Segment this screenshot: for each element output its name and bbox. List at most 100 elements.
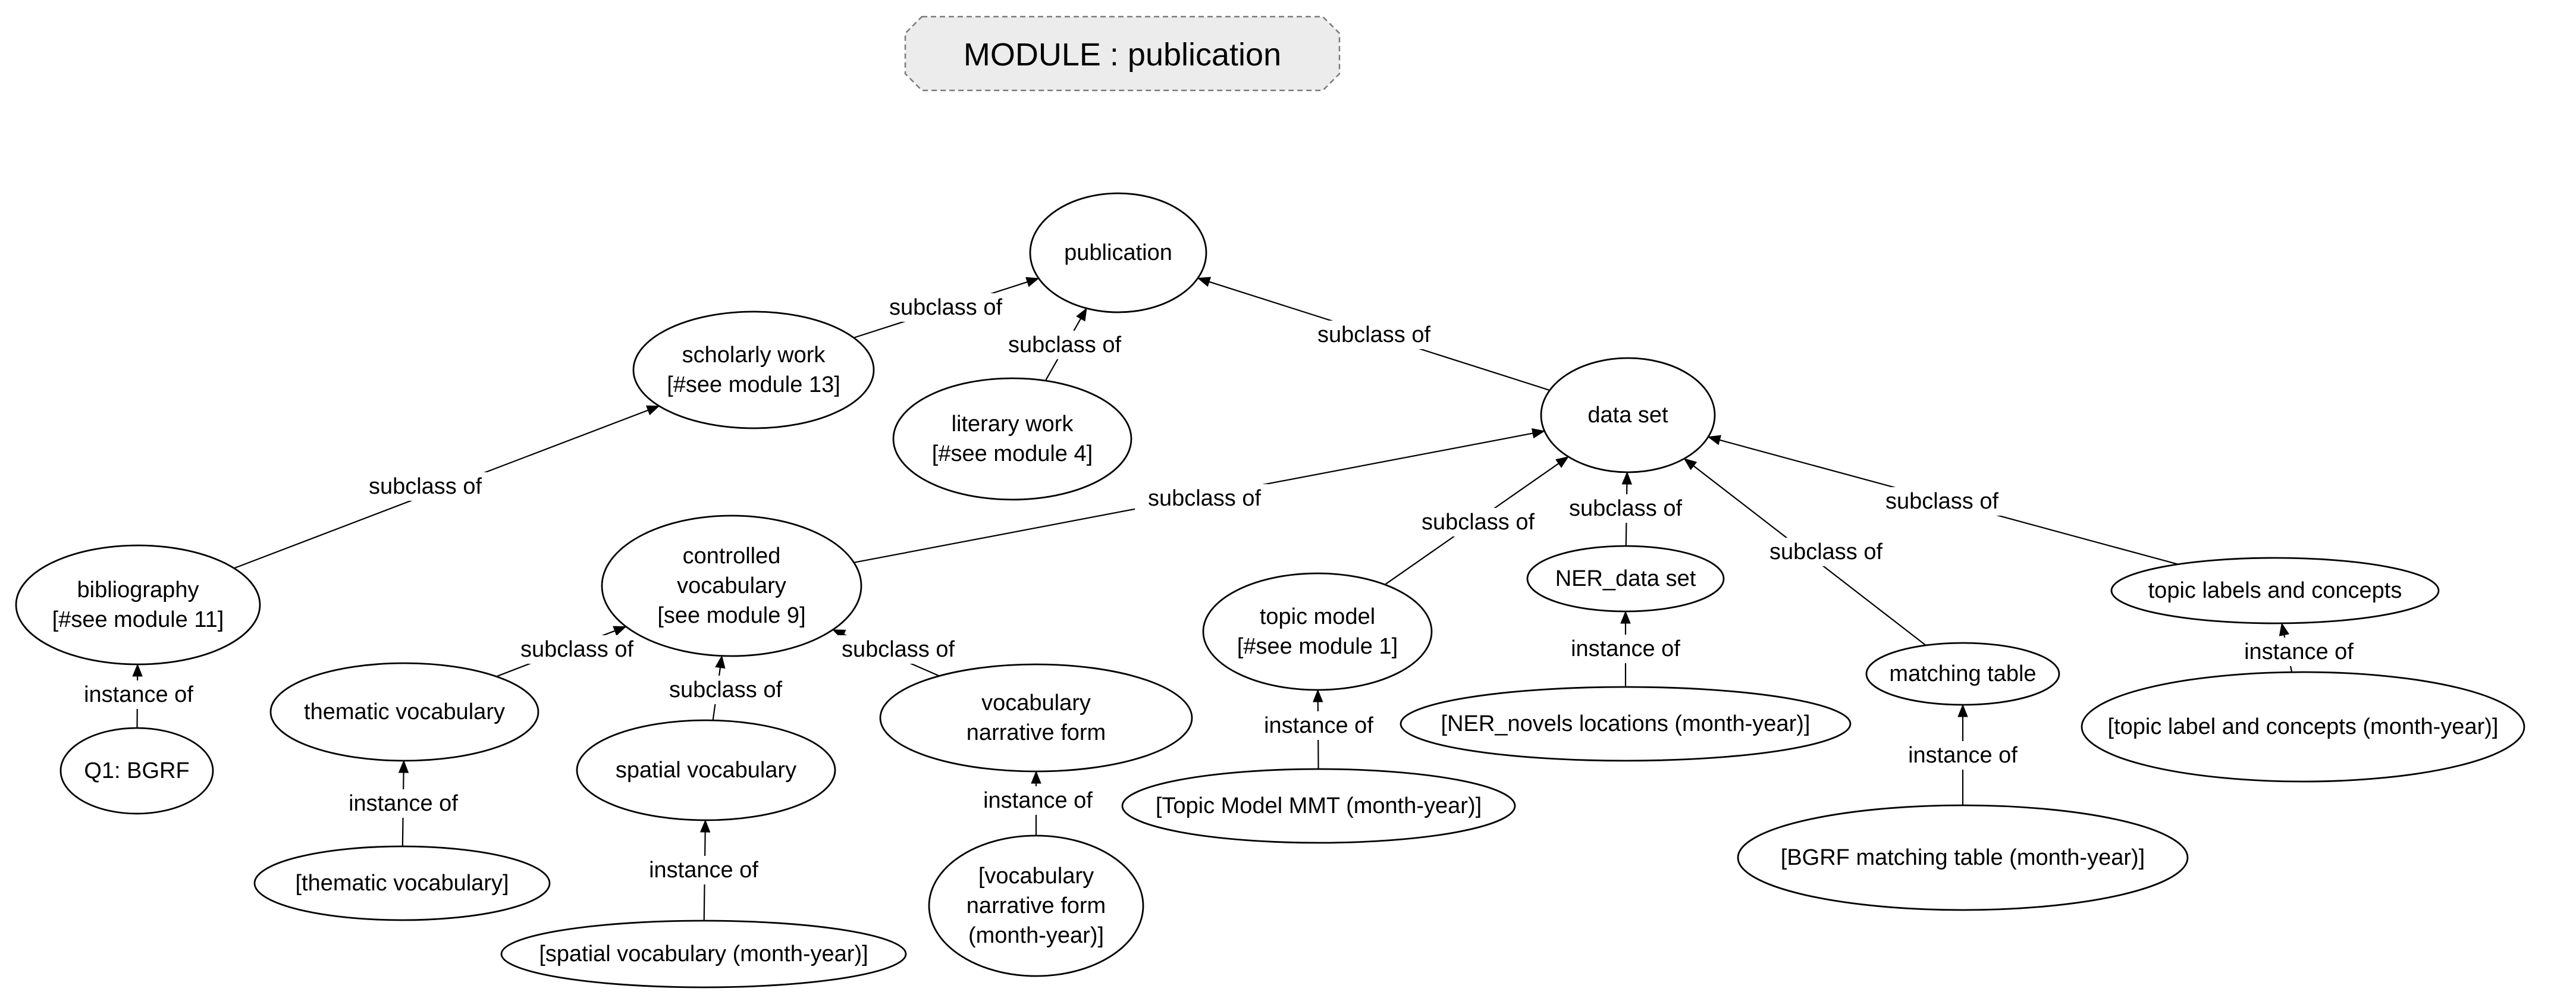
node-topic-model-instance[interactable]: [Topic Model MMT (month-year)] — [1121, 768, 1516, 844]
node-label: vocabulary — [677, 573, 786, 598]
node-ellipse — [2081, 671, 2525, 783]
edge-label-background — [1756, 538, 1896, 566]
edge-label: instance of — [983, 788, 1093, 813]
node-label: bibliography — [77, 578, 199, 603]
node-matching-table[interactable]: matching table — [1865, 642, 2060, 706]
node-label: scholarly work — [682, 343, 826, 368]
edge-label: subclass of — [1148, 486, 1262, 511]
node-ellipse — [253, 845, 551, 921]
node-ner-data-set[interactable]: NER_data set — [1526, 545, 1725, 613]
node-topic-labels[interactable]: topic labels and concepts — [2110, 557, 2440, 625]
edge-label: subclass of — [842, 637, 955, 662]
edge-label: subclass of — [520, 637, 634, 662]
node-ellipse — [269, 662, 539, 762]
node-ellipse — [500, 920, 907, 989]
edge-vocabulary-narrative-form-instance-to-vocabulary-narrative-form: instance of — [968, 770, 1107, 836]
node-ellipse — [1400, 686, 1852, 762]
node-ellipse — [1737, 804, 2189, 911]
edge-label-background — [1872, 487, 2012, 516]
node-ellipse — [892, 377, 1132, 501]
edge-label-background — [1556, 635, 1695, 663]
node-label: [Topic Model MMT (month-year)] — [1156, 793, 1482, 818]
node-label: [see module 9] — [657, 603, 805, 628]
arrow-head — [1031, 770, 1041, 784]
node-matching-table-instance[interactable]: [BGRF matching table (month-year)] — [1737, 804, 2189, 911]
arrow-head — [1957, 704, 1968, 717]
edge-ner-instance-to-ner-data-set: instance of — [1556, 610, 1695, 687]
node-label: narrative form — [967, 893, 1106, 918]
edge-ner-data-set-to-data-set: subclass of — [1556, 471, 1695, 547]
node-spatial-vocabulary[interactable]: spatial vocabulary — [576, 719, 836, 821]
arrow-head — [1025, 277, 1040, 287]
edge-label-background — [634, 856, 773, 884]
node-ellipse — [879, 663, 1193, 773]
node-ellipse — [1865, 642, 2060, 706]
edge-label-background — [829, 635, 968, 664]
edge-bibliography-to-scholarly-work: subclass of — [234, 405, 660, 569]
node-label: [vocabulary — [978, 864, 1094, 889]
module-title: MODULE : publication — [964, 37, 1281, 73]
arrow-head — [398, 760, 409, 773]
edge-label-background — [334, 789, 473, 818]
node-ner-instance[interactable]: [NER_novels locations (month-year)] — [1400, 686, 1852, 762]
arrow-head — [132, 663, 143, 677]
edge-label: subclass of — [1317, 322, 1431, 347]
edge-spatial-vocabulary-to-controlled-vocabulary: subclass of — [656, 655, 795, 721]
node-ellipse — [2110, 557, 2440, 625]
node-label: Q1: BGRF — [84, 758, 189, 783]
node-label: [#see module 11] — [52, 607, 224, 632]
node-thematic-vocabulary-instance[interactable]: [thematic vocabulary] — [253, 845, 551, 921]
edge-thematic-vocabulary-instance-to-thematic-vocabulary: instance of — [334, 760, 473, 847]
edge-label: subclass of — [1422, 510, 1535, 535]
edge-label-background — [656, 676, 795, 704]
edge-label-background — [1556, 494, 1695, 523]
edge-label: subclass of — [1769, 539, 1883, 564]
node-label: topic labels and concepts — [2148, 578, 2402, 603]
node-bibliography[interactable]: bibliography [#see module 11] — [15, 544, 261, 666]
node-data-set[interactable]: data set — [1540, 357, 1716, 473]
node-label: spatial vocabulary — [616, 758, 796, 783]
arrow-head — [1620, 610, 1631, 624]
edge-label: subclass of — [369, 474, 482, 499]
node-topic-model[interactable]: topic model[#see module 1] — [1202, 572, 1433, 691]
node-topic-labels-instance[interactable]: [topic label and concepts (month-year)] — [2081, 671, 2525, 783]
arrow-head — [1683, 458, 1698, 470]
node-publication[interactable]: publication — [1029, 192, 1207, 313]
node-literary-work[interactable]: literary work[#see module 4] — [892, 377, 1132, 501]
edge-label-background — [876, 293, 1015, 322]
node-label: [thematic vocabulary] — [295, 871, 509, 896]
arrow-head — [1621, 471, 1633, 485]
node-scholarly-work[interactable]: scholarly work[#see module 13] — [632, 310, 875, 429]
node-label: publication — [1064, 240, 1172, 265]
edge-label-background — [1304, 321, 1444, 349]
edge-label-background — [1135, 484, 1274, 513]
edge-label-background — [356, 472, 495, 501]
arrow-head — [715, 655, 726, 669]
edge-data-set-to-publication: subclass of — [1197, 277, 1550, 391]
edge-label-background — [1893, 741, 2032, 770]
arrow-head — [1555, 456, 1569, 468]
edge-label-background — [507, 635, 647, 664]
edge-topic-model-instance-to-topic-model: instance of — [1249, 689, 1388, 770]
node-q1-bgrf[interactable]: Q1: BGRF — [59, 727, 214, 815]
node-ellipse — [632, 310, 875, 429]
node-label: vocabulary — [981, 691, 1091, 716]
node-ellipse — [1202, 572, 1433, 691]
node-label: [topic label and concepts (month-year)] — [2108, 714, 2499, 739]
node-label: topic model — [1260, 604, 1375, 629]
node-thematic-vocabulary[interactable]: thematic vocabulary — [269, 662, 539, 762]
edge-scholarly-work-to-publication: subclass of — [854, 277, 1040, 338]
edge-vocabulary-narrative-form-to-controlled-vocabulary: subclass of — [829, 629, 968, 677]
arrow-head — [1313, 689, 1323, 702]
node-label: [#see module 4] — [932, 441, 1093, 466]
edge-label: instance of — [2244, 639, 2354, 664]
edge-label: instance of — [649, 858, 758, 883]
node-spatial-vocabulary-instance[interactable]: [spatial vocabulary (month-year)] — [500, 920, 907, 989]
edge-matching-table-to-data-set: subclass of — [1683, 458, 1926, 646]
edge-label: subclass of — [889, 295, 1003, 320]
edge-label: instance of — [1264, 713, 1373, 738]
